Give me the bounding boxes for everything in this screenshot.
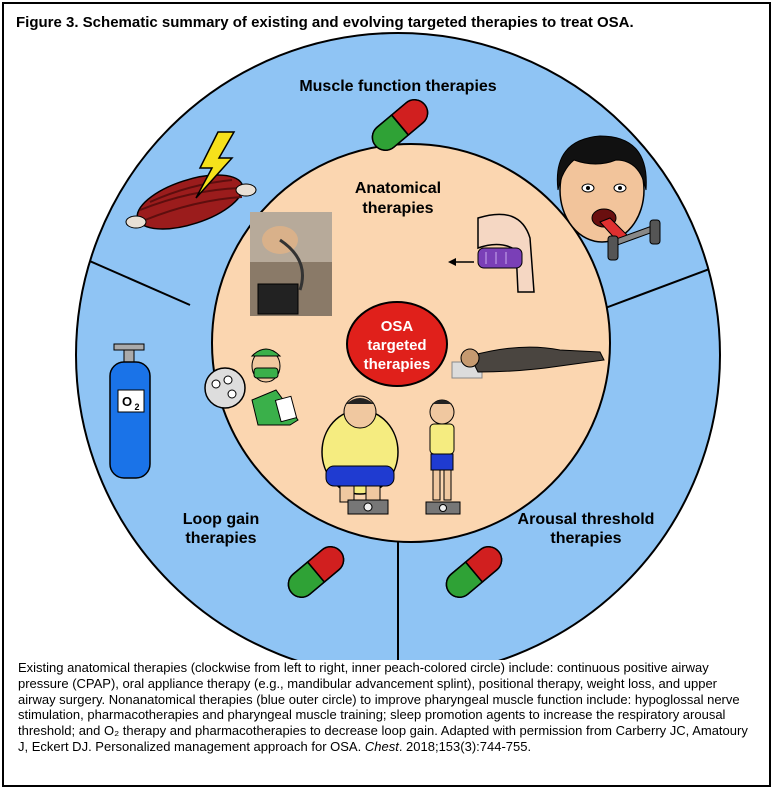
arousal-label-line1: Arousal threshold — [518, 511, 655, 528]
center-oval — [346, 301, 448, 387]
caption-citation: . 2018;153(3):744-755. — [398, 738, 532, 754]
oxygen-tank-icon: O 2 — [109, 343, 151, 479]
center-line1: OSA — [381, 318, 414, 335]
positional-therapy-icon — [451, 346, 605, 379]
muscle-stimulation-icon — [125, 131, 257, 230]
pill-icon-right — [445, 546, 503, 598]
caption-main: Existing anatomical therapies (clockwise… — [18, 660, 748, 754]
muscle-function-label: Muscle function therapies — [299, 78, 496, 95]
therapy-diagram: Muscle function therapies Anatomical the… — [75, 32, 721, 660]
pill-icon-left — [287, 546, 345, 598]
ring-dividers — [76, 254, 720, 660]
arousal-label-line2: therapies — [550, 530, 621, 547]
oxygen-label-sub: 2 — [134, 402, 139, 412]
tongue-training-face-icon — [556, 135, 661, 261]
weight-loss-thin-icon — [425, 399, 461, 515]
oral-appliance-icon — [448, 213, 535, 293]
weight-loss-heavy-icon — [321, 395, 399, 515]
center-line3: therapies — [364, 356, 431, 373]
cpap-photo — [250, 212, 332, 316]
figure-title: Figure 3. Schematic summary of existing … — [16, 14, 634, 31]
center-line2: targeted — [367, 337, 426, 354]
loop-gain-label-line2: therapies — [185, 530, 256, 547]
oxygen-label: O — [122, 394, 132, 409]
pill-icon-top — [371, 99, 429, 151]
anatomical-label-line1: Anatomical — [355, 180, 441, 197]
loop-gain-label-line1: Loop gain — [183, 511, 259, 528]
caption-journal: Chest — [364, 738, 399, 754]
surgeon-icon — [204, 348, 299, 426]
anatomical-label-line2: therapies — [362, 200, 433, 217]
figure-caption: Existing anatomical therapies (clockwise… — [18, 660, 758, 755]
